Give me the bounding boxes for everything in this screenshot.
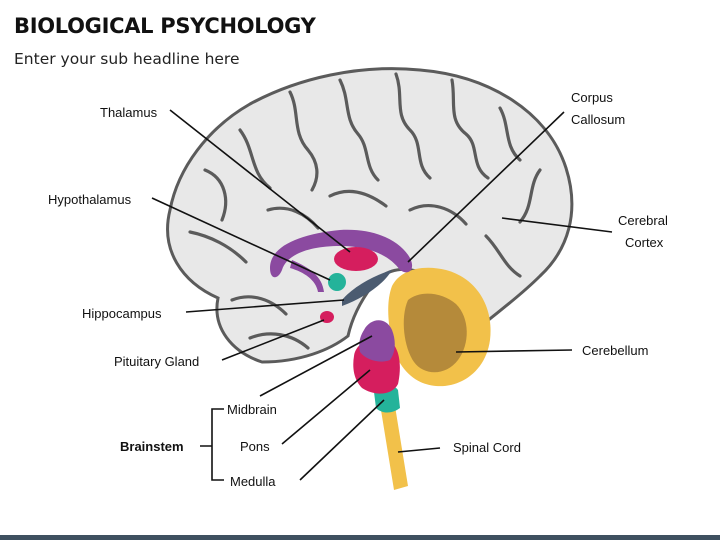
leader-cerebellum	[455, 349, 573, 353]
fold-line	[230, 295, 288, 316]
corpus-callosum	[270, 229, 413, 278]
fold-line	[288, 90, 319, 192]
midbrain	[359, 320, 395, 362]
label-hypothalamus: Hypothalamus	[48, 192, 132, 207]
leader-medulla	[299, 399, 385, 481]
label-cerebral-cortex-2: Cortex	[625, 235, 664, 250]
brainstem-bracket	[200, 408, 224, 481]
label-spinal-cord: Spinal Cord	[453, 440, 521, 455]
leader-pituitary	[221, 319, 325, 361]
cerebral-cortex	[166, 67, 574, 364]
hypothalamus	[328, 273, 346, 291]
leader-cortex	[501, 217, 613, 233]
footer-bar	[0, 535, 720, 540]
label-hippocampus: Hippocampus	[82, 306, 162, 321]
leader-spinal	[397, 447, 441, 453]
fold-line	[328, 190, 388, 208]
label-midbrain: Midbrain	[227, 402, 277, 417]
label-medulla: Medulla	[230, 474, 276, 489]
thalamus	[334, 247, 378, 271]
fold-line	[518, 168, 542, 224]
page-subtitle: Enter your sub headline here	[14, 50, 240, 68]
label-corpus-callosum-2: Callosum	[571, 112, 625, 127]
fold-line	[450, 78, 490, 180]
leader-lines	[151, 109, 613, 481]
fornix	[290, 260, 324, 292]
fold-line	[394, 72, 432, 180]
page-title: BIOLOGICAL PSYCHOLOGY	[14, 14, 316, 38]
fold-line	[188, 230, 248, 264]
hippocampus	[342, 270, 392, 306]
leader-midbrain	[259, 335, 373, 397]
fold-line	[248, 332, 310, 350]
fold-line	[484, 234, 522, 278]
label-cerebellum: Cerebellum	[582, 343, 648, 358]
leader-pons	[281, 369, 371, 445]
fold-line	[203, 168, 228, 222]
leader-hypothalamus	[151, 197, 331, 281]
leader-hippocampus	[185, 299, 345, 313]
spinal-cord	[380, 400, 408, 490]
fold-line	[238, 128, 272, 190]
cerebellum-inner	[403, 293, 467, 373]
label-brainstem: Brainstem	[120, 439, 184, 454]
label-corpus-callosum-1: Corpus	[571, 90, 613, 105]
leader-corpus	[407, 111, 565, 263]
fold-line	[338, 78, 380, 182]
label-thalamus: Thalamus	[100, 105, 158, 120]
label-cerebral-cortex-1: Cerebral	[618, 213, 668, 228]
label-pituitary-gland: Pituitary Gland	[114, 354, 199, 369]
cortex-folds	[188, 72, 542, 350]
label-pons: Pons	[240, 439, 270, 454]
leader-thalamus	[169, 109, 351, 253]
fold-line	[498, 106, 522, 162]
fold-line	[408, 204, 468, 226]
